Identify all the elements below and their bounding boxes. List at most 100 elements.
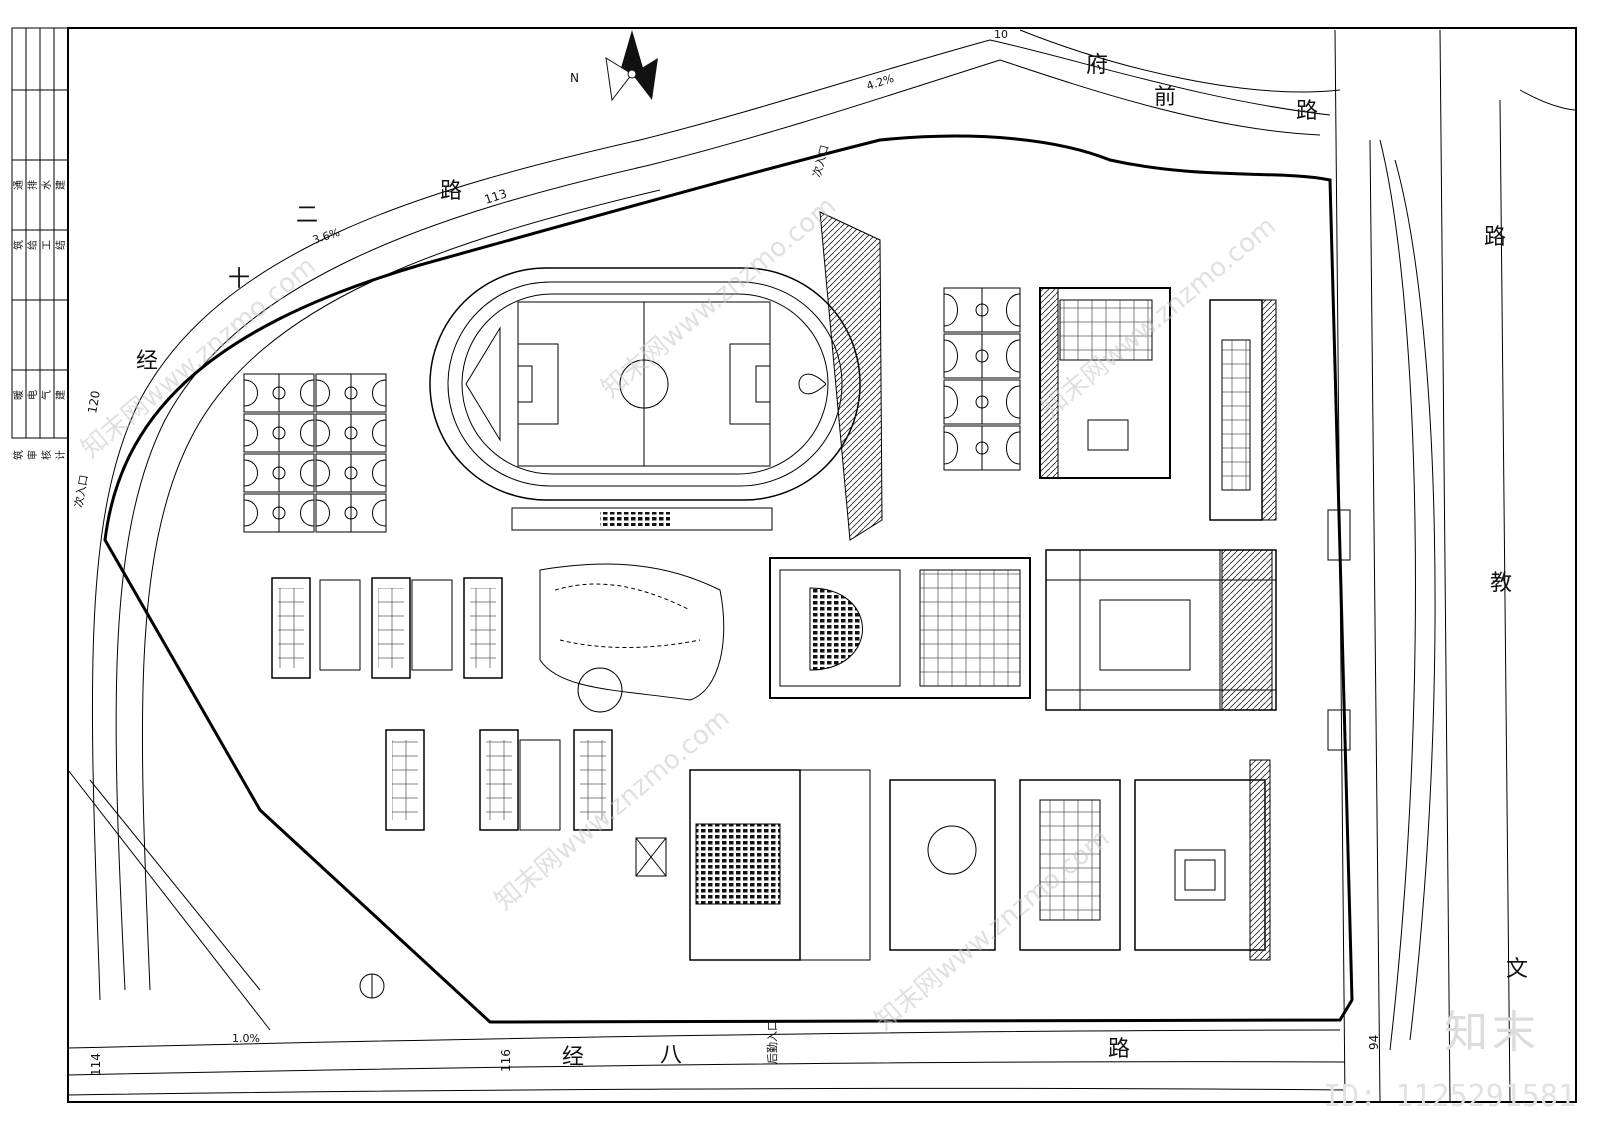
- court-circle: [344, 466, 358, 480]
- title-block: [11, 27, 69, 439]
- dormitory-building: [573, 729, 613, 831]
- title-block-label: 电: [26, 390, 39, 400]
- court-arc: [943, 293, 958, 327]
- title-block-label: 水: [41, 180, 53, 190]
- road-network: [67, 29, 1577, 1103]
- court-circle: [344, 506, 358, 520]
- entrance-label-west: 次入口: [71, 474, 91, 509]
- north-arrow-icon: [605, 30, 658, 102]
- court-circle: [344, 426, 358, 440]
- elevation-label-10: 10: [994, 28, 1008, 41]
- dormitory-rooms: [278, 588, 304, 668]
- court-arc: [300, 379, 315, 407]
- court-arc: [300, 419, 315, 447]
- court-circle: [975, 303, 989, 317]
- road-name-char: 路: [1484, 225, 1506, 250]
- site-boundary: [103, 134, 1354, 1024]
- watermark-id-label: ID: 1125291581: [1323, 1079, 1576, 1114]
- elevation-label-113: 113: [483, 186, 509, 206]
- elevation-label-94: 94: [1367, 1035, 1381, 1050]
- basketball-courts-east: [943, 287, 1021, 471]
- dormitory-rooms: [580, 740, 606, 820]
- title-block-label: 通: [13, 180, 25, 190]
- elevation-label-116: 116: [499, 1049, 513, 1072]
- court-arc: [300, 459, 315, 487]
- road-name-char: 十: [228, 267, 250, 292]
- slope-label-south: 1.0%: [232, 1032, 260, 1045]
- road-name-char: 路: [1296, 99, 1318, 124]
- entrance-label-north: 次入口: [809, 143, 831, 178]
- teaching-complex-south: [689, 759, 1271, 961]
- dormitory-courtyard: [411, 579, 453, 671]
- court-circle: [975, 395, 989, 409]
- title-block-label: 建: [54, 390, 67, 400]
- title-block-label: 筑: [12, 240, 25, 250]
- landscape-garden: [539, 563, 725, 713]
- watermark-brand-logo: 知末: [1444, 1007, 1540, 1058]
- court-arc: [372, 499, 387, 527]
- title-block-label: 审: [26, 450, 39, 460]
- court-arc: [943, 431, 958, 465]
- court-arc: [243, 499, 258, 527]
- dormitory-courtyard: [319, 579, 361, 671]
- dormitory-building: [385, 729, 425, 831]
- title-block-label: 工: [42, 240, 53, 250]
- road-name-char: 前: [1154, 85, 1176, 110]
- basketball-courts-west: [243, 373, 387, 533]
- title-block-lower-labels: 暖电气建筑审核计: [12, 390, 67, 460]
- title-block-label: 建: [54, 180, 67, 190]
- dormitory-courtyard: [519, 739, 561, 831]
- elevation-label-120: 120: [85, 390, 103, 415]
- dormitory-rooms: [470, 588, 496, 668]
- court-arc: [315, 419, 330, 447]
- road-name-char: 路: [440, 179, 462, 204]
- court-arc: [243, 419, 258, 447]
- title-block-label: 筑: [12, 450, 25, 460]
- dormitory-building: [371, 577, 411, 679]
- road-name-char: 经: [562, 1045, 584, 1070]
- court-arc: [372, 419, 387, 447]
- title-block-label: 给: [26, 240, 39, 250]
- court-circle: [272, 386, 286, 400]
- dormitory-blocks: [271, 577, 613, 831]
- entrance-label-rear: 后勤入口: [766, 1020, 779, 1064]
- court-arc: [315, 379, 330, 407]
- road-name-char: 路: [1108, 1037, 1130, 1062]
- title-block-label: 气: [40, 390, 53, 400]
- dormitory-building: [271, 577, 311, 679]
- road-name-char: 教: [1490, 571, 1512, 596]
- dormitory-rooms: [486, 740, 512, 820]
- court-arc: [243, 459, 258, 487]
- court-circle: [975, 349, 989, 363]
- court-arc: [315, 499, 330, 527]
- title-block-upper-labels: 通排水建筑给工结: [12, 180, 67, 250]
- stadium-stand-south: [511, 507, 773, 531]
- court-arc: [315, 459, 330, 487]
- court-arc: [1006, 431, 1021, 465]
- parking-and-service: [359, 509, 1351, 999]
- court-circle: [344, 386, 358, 400]
- court-arc: [300, 499, 315, 527]
- watermark-site-2: 知末网www.znzmo.com: [596, 191, 842, 404]
- road-name-char: 府: [1086, 53, 1108, 78]
- court-circle: [272, 466, 286, 480]
- court-arc: [372, 379, 387, 407]
- road-name-char: 八: [660, 1043, 682, 1068]
- title-block-label: 结: [54, 240, 67, 250]
- dormitory-building: [479, 729, 519, 831]
- central-plaza: [1045, 549, 1277, 711]
- court-arc: [943, 339, 958, 373]
- stadium-stand-south-seats: [600, 512, 670, 526]
- gymnasium-building: [1039, 287, 1171, 479]
- drawing-frame: [67, 27, 1577, 1103]
- court-arc: [243, 379, 258, 407]
- court-arc: [943, 385, 958, 419]
- title-block-label: 暖: [12, 390, 25, 400]
- slope-label-west: 3.6%: [311, 226, 342, 247]
- court-circle: [272, 426, 286, 440]
- teaching-block-northeast: [1209, 299, 1277, 521]
- court-circle: [975, 441, 989, 455]
- court-arc: [1006, 293, 1021, 327]
- dormitory-rooms: [392, 740, 418, 820]
